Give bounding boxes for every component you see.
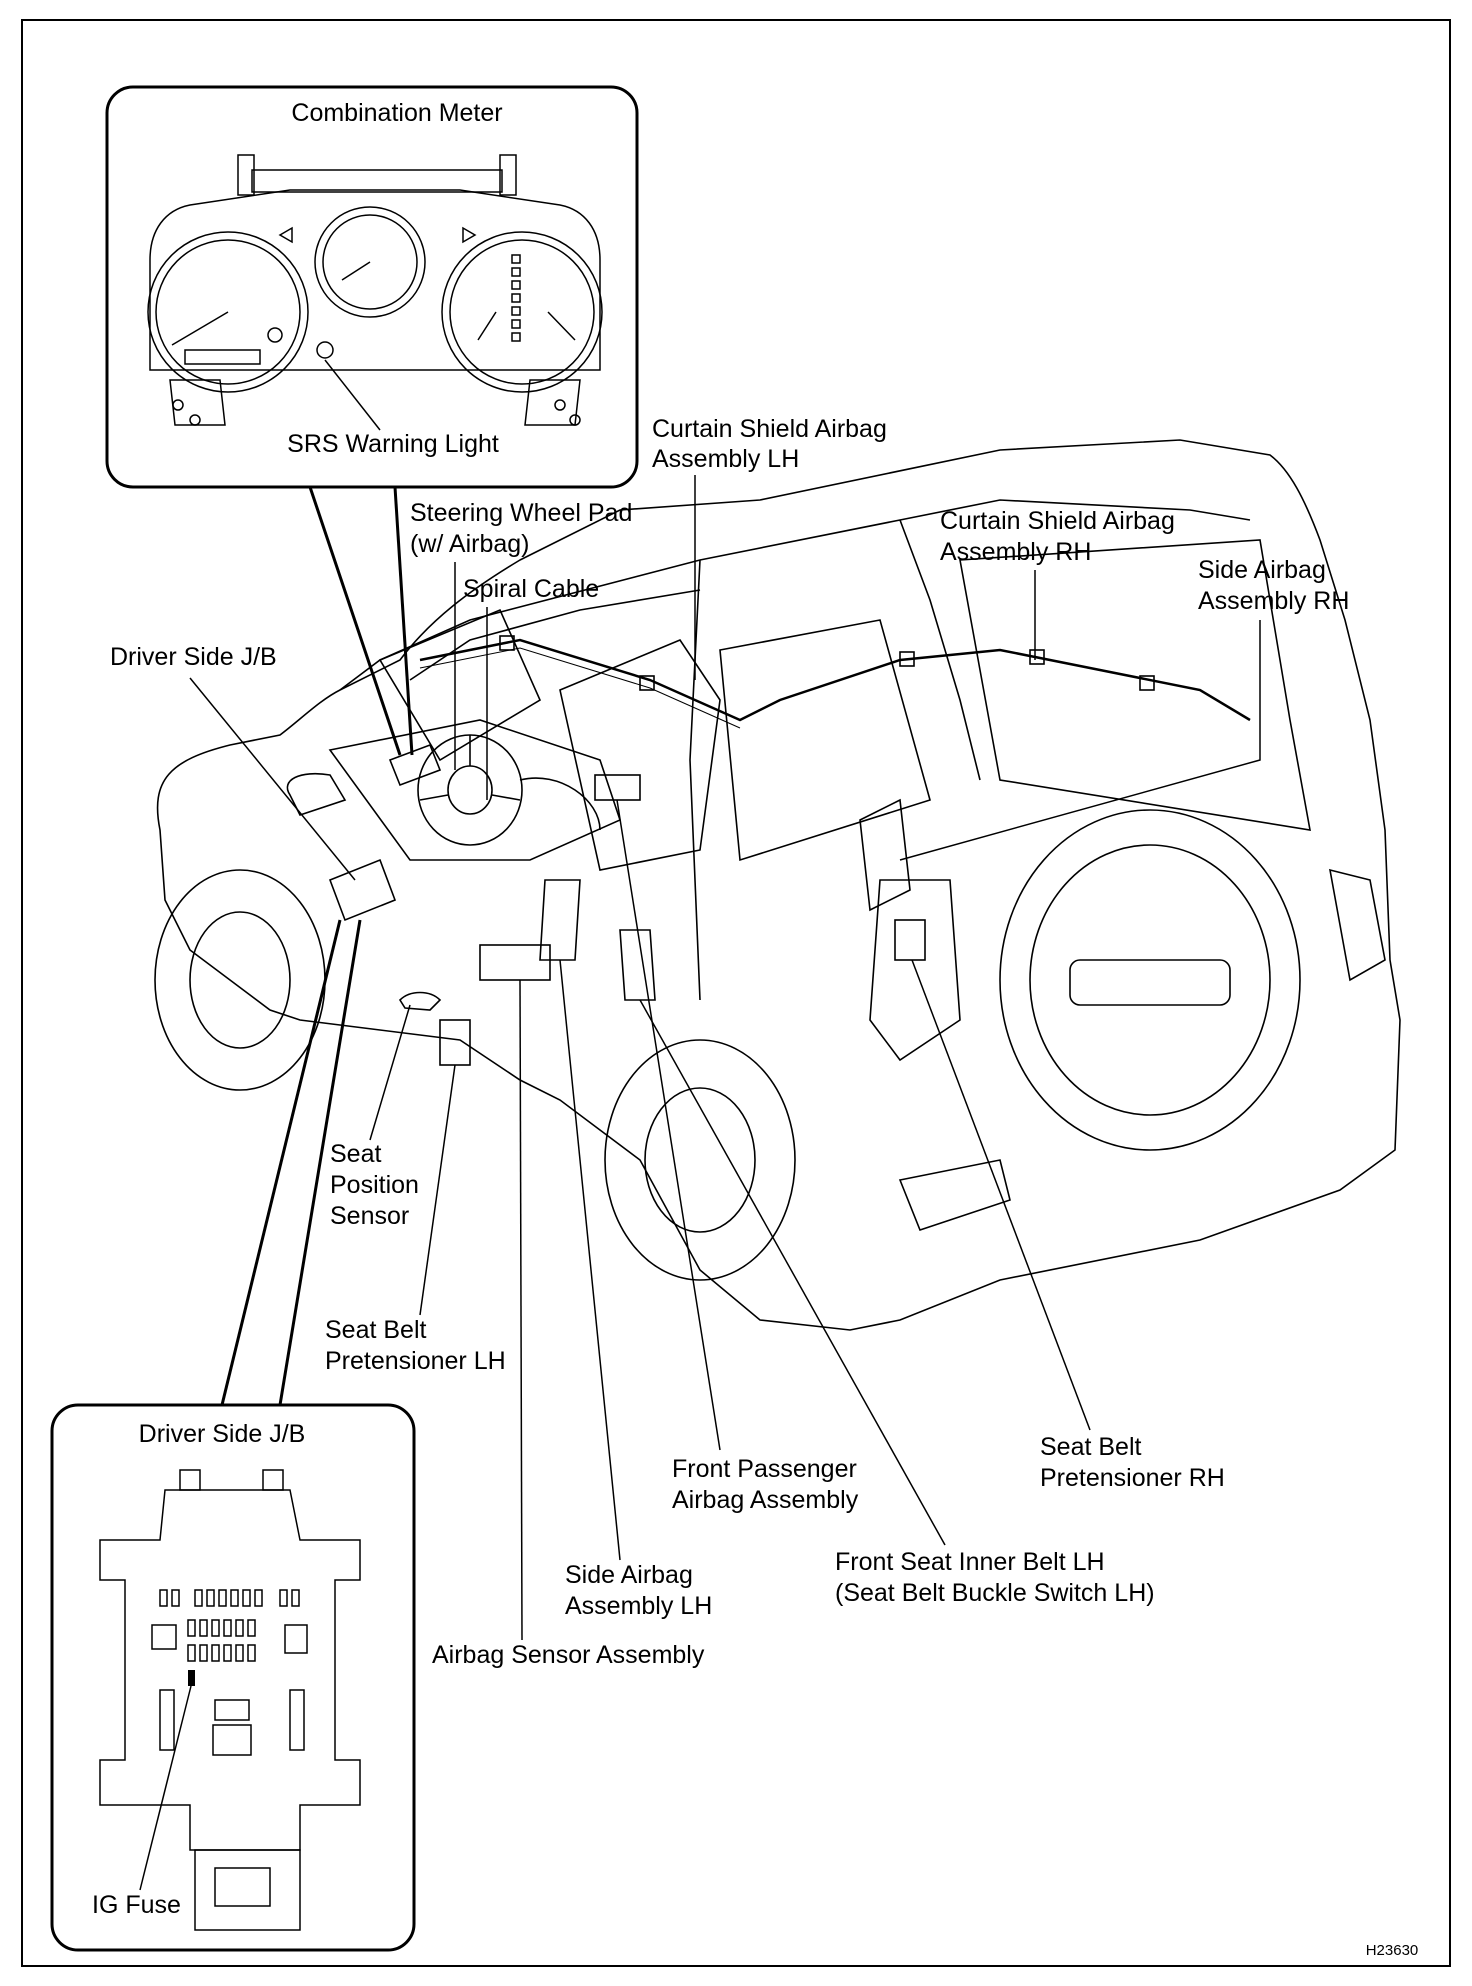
driver-jb-box xyxy=(50,1403,416,1952)
steering-wheel-pad-label-line1: Steering Wheel Pad xyxy=(410,499,632,527)
ig-fuse-leader xyxy=(139,1685,192,1891)
inner-belt-label-line1: Front Seat Inner Belt LH xyxy=(835,1548,1105,1576)
inner-belt-leader xyxy=(639,999,946,1546)
pretensioner-rh-label-line1: Seat Belt xyxy=(1040,1433,1142,1461)
callouts: Curtain Shield Airbag Assembly LH Steeri… xyxy=(110,415,1418,1959)
seat-position-sensor-label-line2: Position xyxy=(330,1171,419,1199)
combination-meter-title: Combination Meter xyxy=(291,99,502,127)
meter-drawing xyxy=(147,154,603,426)
side-airbag-lh-leader xyxy=(559,959,621,1561)
ig-fuse-label: IG Fuse xyxy=(92,1891,181,1919)
pretensioner-rh-label-line2: Pretensioner RH xyxy=(1040,1464,1225,1492)
seat-position-sensor-leader xyxy=(369,1004,411,1141)
passenger-airbag-label-line2: Airbag Assembly xyxy=(672,1486,859,1514)
side-airbag-rh-label-line2: Assembly RH xyxy=(1198,587,1349,615)
inner-belt-label-line2: (Seat Belt Buckle Switch LH) xyxy=(835,1579,1155,1607)
driver-jb-inset-title: Driver Side J/B xyxy=(139,1420,306,1448)
seat-position-sensor-label-line3: Sensor xyxy=(330,1202,409,1230)
curtain-airbag-lh-label-line2: Assembly LH xyxy=(652,445,799,473)
driver-side-jb-leader xyxy=(189,677,356,881)
steering-wheel-pad-label-line2: (w/ Airbag) xyxy=(410,530,529,558)
combination-meter-box xyxy=(105,85,639,489)
curtain-airbag-rh-label-line1: Curtain Shield Airbag xyxy=(940,507,1175,535)
jb-inset-connector-1 xyxy=(220,919,342,1406)
airbag-sensor-leader xyxy=(519,979,523,1641)
driver-side-jb-label: Driver Side J/B xyxy=(110,643,277,671)
jb-inset-connector-2 xyxy=(278,919,362,1406)
srs-warning-leader xyxy=(324,359,381,431)
meter-inset-connector-2 xyxy=(393,486,414,756)
combination-meter-inset: Combination Meter xyxy=(105,85,639,756)
side-airbag-rh-label-line1: Side Airbag xyxy=(1198,556,1326,584)
airbag-sensor-label: Airbag Sensor Assembly xyxy=(432,1641,705,1669)
pretensioner-rh-leader xyxy=(911,959,1091,1431)
passenger-airbag-leader xyxy=(616,799,721,1451)
side-airbag-lh-label-line2: Assembly LH xyxy=(565,1592,712,1620)
vehicle-illustration xyxy=(154,439,1401,1331)
curtain-airbag-lh-label-line1: Curtain Shield Airbag xyxy=(652,415,887,443)
spiral-cable-label: Spiral Cable xyxy=(463,575,599,603)
curtain-airbag-rh-label-line2: Assembly RH xyxy=(940,538,1091,566)
figure-code: H23630 xyxy=(1366,1942,1419,1959)
meter-inset-connector-1 xyxy=(308,486,402,756)
passenger-airbag-label-line1: Front Passenger xyxy=(672,1455,857,1483)
ig-fuse-icon xyxy=(188,1670,195,1686)
pretensioner-lh-label-line2: Pretensioner LH xyxy=(325,1347,506,1375)
seat-position-sensor-label-line1: Seat xyxy=(330,1140,381,1168)
side-airbag-lh-label-line1: Side Airbag xyxy=(565,1561,693,1589)
pretensioner-lh-leader xyxy=(419,1064,456,1316)
figure-frame xyxy=(21,19,1451,1967)
srs-warning-light-label: SRS Warning Light xyxy=(287,430,499,458)
side-airbag-rh-leader xyxy=(899,620,1261,861)
srs-warning-light-icon xyxy=(316,341,334,359)
driver-jb-inset: Driver Side J/B IG Fuse xyxy=(50,919,416,1952)
jb-drawing xyxy=(99,1469,361,1931)
pretensioner-lh-label-line1: Seat Belt xyxy=(325,1316,427,1344)
